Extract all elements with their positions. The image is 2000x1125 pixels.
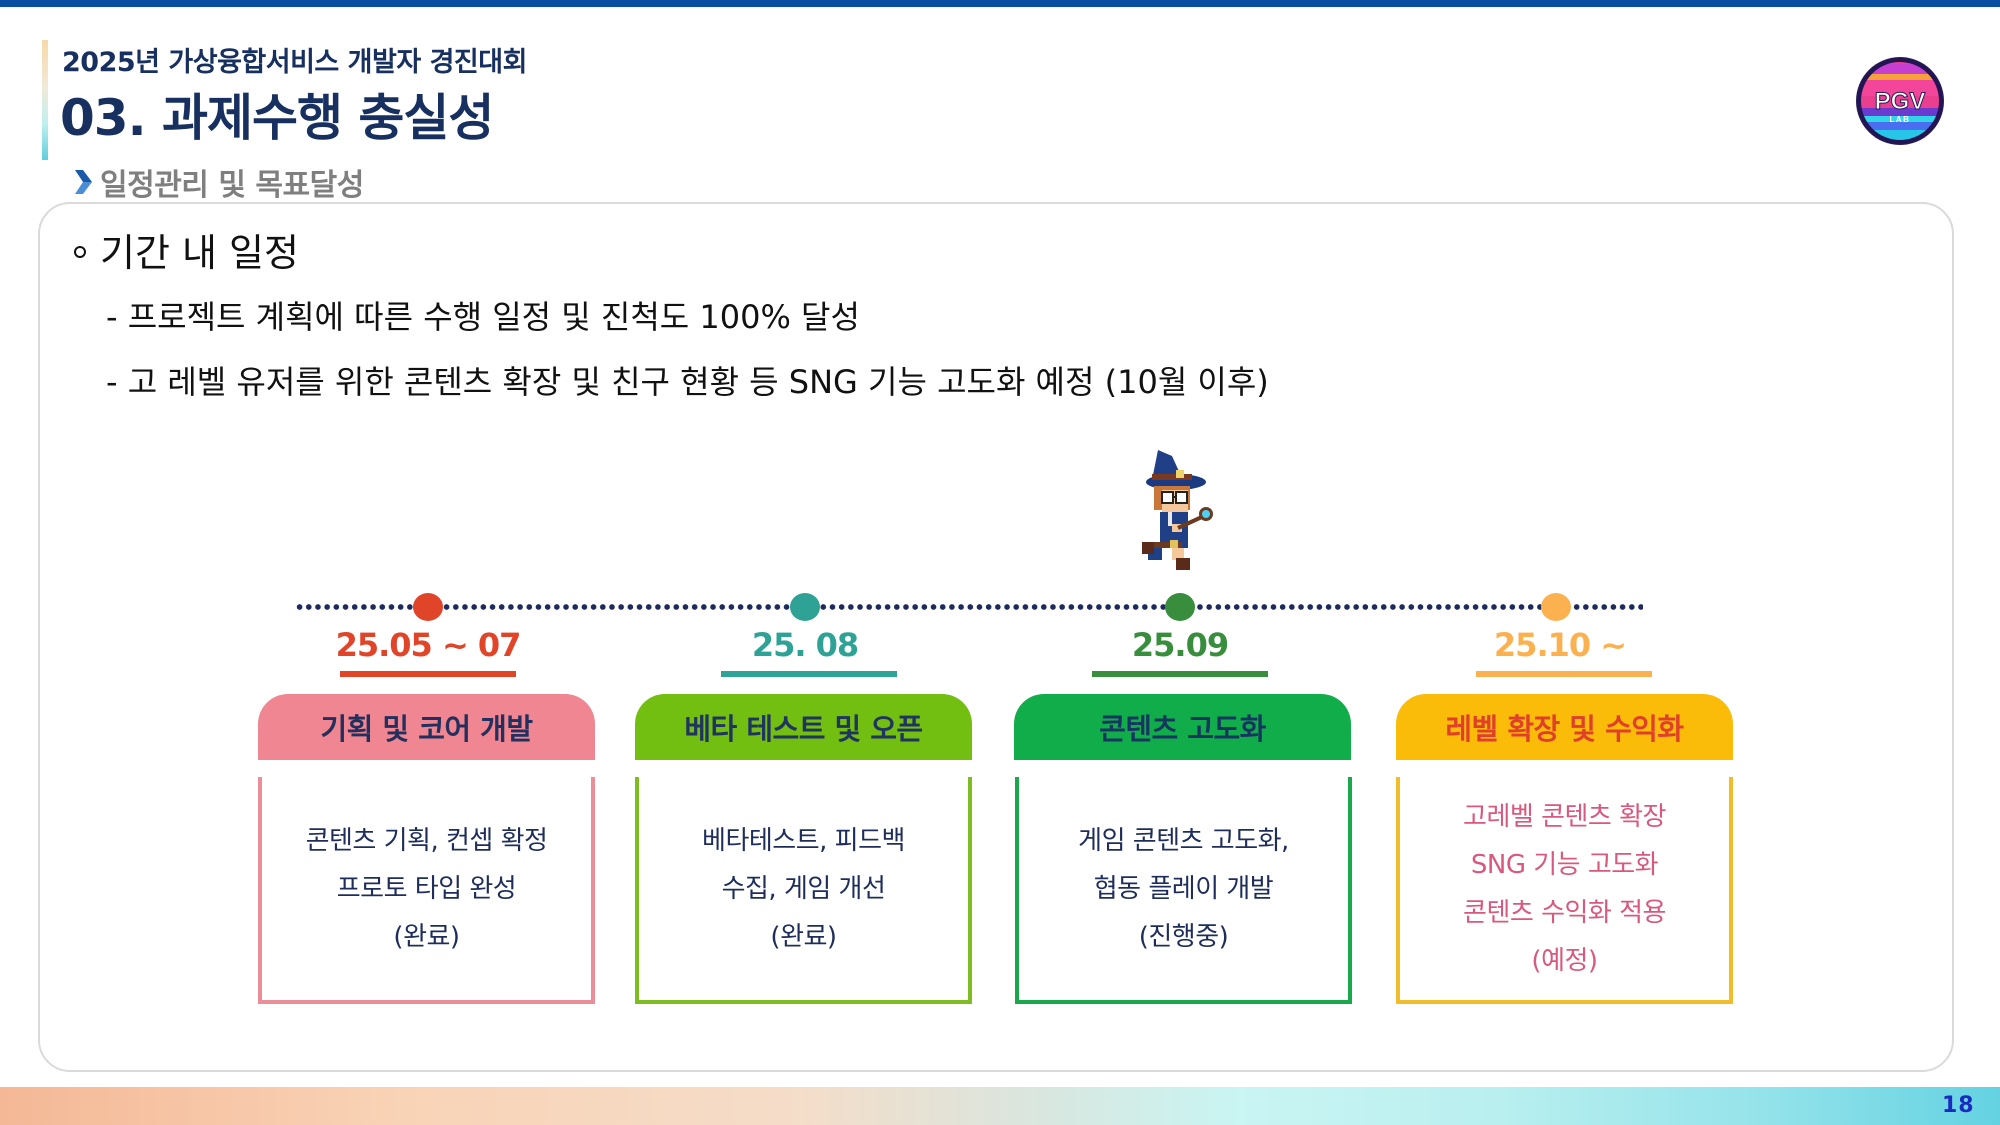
stage-date: 25.05 ~ 07 bbox=[335, 626, 522, 664]
stage-status: (완료) bbox=[770, 921, 837, 952]
subsection-label: 일정관리 및 목표달성 bbox=[100, 168, 364, 203]
stage-header: 기획 및 코어 개발 bbox=[258, 694, 595, 760]
date-underline bbox=[1092, 671, 1268, 677]
date-underline bbox=[340, 671, 516, 677]
date-underline bbox=[721, 671, 897, 677]
stage-header: 콘텐츠 고도화 bbox=[1014, 694, 1351, 760]
stage-status: (진행중) bbox=[1138, 921, 1229, 952]
date-underline bbox=[1476, 671, 1652, 677]
stage-body-line: 콘텐츠 기획, 컨셉 확정 bbox=[305, 825, 548, 856]
stage-body: 고레벨 콘텐츠 확장 SNG 기능 고도화 콘텐츠 수익화 적용 (예정) bbox=[1396, 777, 1733, 1004]
stage-body-line: SNG 기능 고도화 bbox=[1470, 849, 1659, 880]
page-number: 18 bbox=[1942, 1093, 1975, 1118]
stage-body-line: 고레벨 콘텐츠 확장 bbox=[1463, 801, 1666, 832]
wizard-character-icon bbox=[1142, 450, 1213, 570]
event-name: 2025년 가상융합서비스 개발자 경진대회 bbox=[62, 47, 527, 78]
timeline-dot-stage-1 bbox=[413, 593, 443, 621]
subsection-heading: 일정관리 및 목표달성 bbox=[72, 160, 364, 204]
svg-text:LAB: LAB bbox=[1890, 115, 1911, 124]
stage-date: 25. 08 bbox=[751, 626, 859, 664]
chevron-right-icon bbox=[75, 170, 92, 194]
stage-date: 25.09 bbox=[1131, 626, 1229, 664]
stage-date: 25.10 ~ bbox=[1493, 626, 1627, 664]
stage-status: (예정) bbox=[1531, 945, 1598, 976]
bullet-line: - 고 레벨 유저를 위한 콘텐츠 확장 및 친구 현황 등 SNG 기능 고도… bbox=[106, 363, 1269, 401]
stage-body: 베타테스트, 피드백 수집, 게임 개선 (완료) bbox=[635, 777, 972, 1004]
circle-bullet-icon bbox=[74, 245, 86, 258]
stage-header: 베타 테스트 및 오픈 bbox=[635, 694, 972, 760]
timeline-dot-stage-3 bbox=[1165, 593, 1195, 621]
stage-body-line: 수집, 게임 개선 bbox=[721, 873, 886, 904]
timeline-dot-stage-2 bbox=[790, 593, 820, 621]
content-heading: 기간 내 일정 bbox=[74, 222, 299, 277]
title-accent-bar bbox=[42, 40, 48, 160]
stage-header: 레벨 확장 및 수익화 bbox=[1396, 694, 1733, 760]
stage-body-line: 프로토 타입 완성 bbox=[336, 873, 517, 904]
content-heading-text: 기간 내 일정 bbox=[100, 231, 299, 275]
stage-body-line: 콘텐츠 수익화 적용 bbox=[1463, 897, 1666, 928]
stage-body: 게임 콘텐츠 고도화, 협동 플레이 개발 (진행중) bbox=[1015, 777, 1352, 1004]
pgv-lab-logo-icon: PGV LAB bbox=[1856, 57, 1944, 145]
footer-gradient-bar bbox=[0, 1087, 2000, 1125]
stage-body-line: 협동 플레이 개발 bbox=[1093, 873, 1274, 904]
top-accent-bar bbox=[0, 0, 2000, 7]
timeline-dotted-line bbox=[295, 604, 1643, 610]
stage-body-line: 베타테스트, 피드백 bbox=[702, 825, 905, 856]
timeline-dot-stage-4 bbox=[1541, 593, 1571, 621]
stage-body-line: 게임 콘텐츠 고도화, bbox=[1078, 825, 1289, 856]
svg-text:PGV: PGV bbox=[1875, 88, 1926, 115]
bullet-line: - 프로젝트 계획에 따른 수행 일정 및 진척도 100% 달성 bbox=[106, 298, 860, 336]
content-panel bbox=[38, 202, 1954, 1072]
stage-status: (완료) bbox=[393, 921, 460, 952]
stage-body: 콘텐츠 기획, 컨셉 확정 프로토 타입 완성 (완료) bbox=[258, 777, 595, 1004]
page-title: 03. 과제수행 충실성 bbox=[60, 89, 494, 147]
